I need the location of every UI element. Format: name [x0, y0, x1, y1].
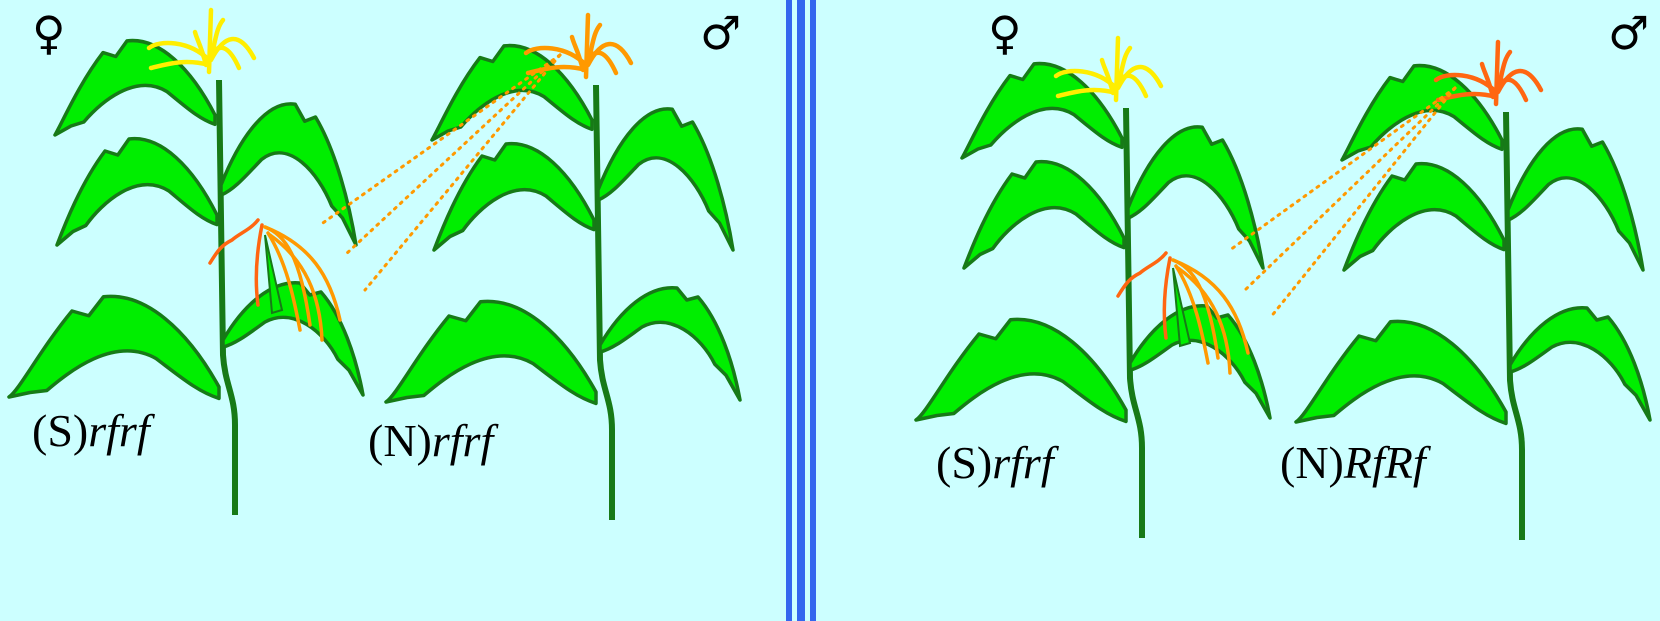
panel-divider [786, 0, 816, 621]
ear-silk [256, 225, 262, 305]
tassel-branch [211, 48, 239, 68]
leaf [964, 162, 1124, 268]
cytoplasm-type: (N) [368, 415, 432, 466]
leaf [432, 46, 592, 140]
stem [1506, 112, 1522, 540]
male-symbol-right: ♂ [1608, 10, 1649, 56]
female-symbol-right: ♀ [988, 10, 1022, 56]
stem [1126, 108, 1142, 538]
tassel-branch [1118, 76, 1146, 96]
leaf [221, 104, 356, 245]
ear-silk [1118, 253, 1166, 296]
leaf [916, 319, 1126, 421]
male-symbol-left: ♂ [700, 10, 741, 56]
nuclear-genotype: rfrf [992, 437, 1053, 488]
leaf [57, 139, 217, 245]
female-genotype-label-left: (S)rfrf [32, 408, 150, 454]
cytoplasm-type: (N) [1280, 437, 1344, 488]
leaf [1344, 164, 1504, 270]
divider-gap [792, 0, 797, 621]
ear-silk [210, 220, 258, 263]
stem [219, 80, 235, 515]
leaf [1508, 129, 1643, 270]
leaf [434, 144, 594, 250]
nuclear-genotype: rfrf [88, 405, 149, 456]
leaf [1128, 127, 1263, 268]
leaf [386, 301, 596, 403]
tassel-spike [586, 15, 588, 77]
male-genotype-label-right: (N)RfRf [1280, 440, 1426, 486]
leaf [600, 288, 740, 400]
cytoplasm-type: (S) [32, 405, 88, 456]
leaf [598, 109, 733, 250]
leaf [9, 296, 219, 398]
male-genotype-label-left: (N)rfrf [368, 418, 493, 464]
nuclear-genotype: rfrf [432, 415, 493, 466]
nuclear-genotype: RfRf [1344, 437, 1426, 488]
tassel-branch [1498, 80, 1526, 100]
cytoplasm-type: (S) [936, 437, 992, 488]
tassel-spike [209, 10, 211, 72]
leaf [55, 41, 215, 135]
divider-gap [805, 0, 810, 621]
tassel-spike [1116, 38, 1118, 100]
female-symbol-left: ♀ [32, 10, 66, 56]
tassel-spike [1496, 42, 1498, 104]
stem [596, 85, 612, 520]
tassel-branch [588, 53, 616, 73]
leaf [1296, 321, 1506, 423]
leaf [1510, 308, 1650, 420]
female-genotype-label-right: (S)rfrf [936, 440, 1054, 486]
